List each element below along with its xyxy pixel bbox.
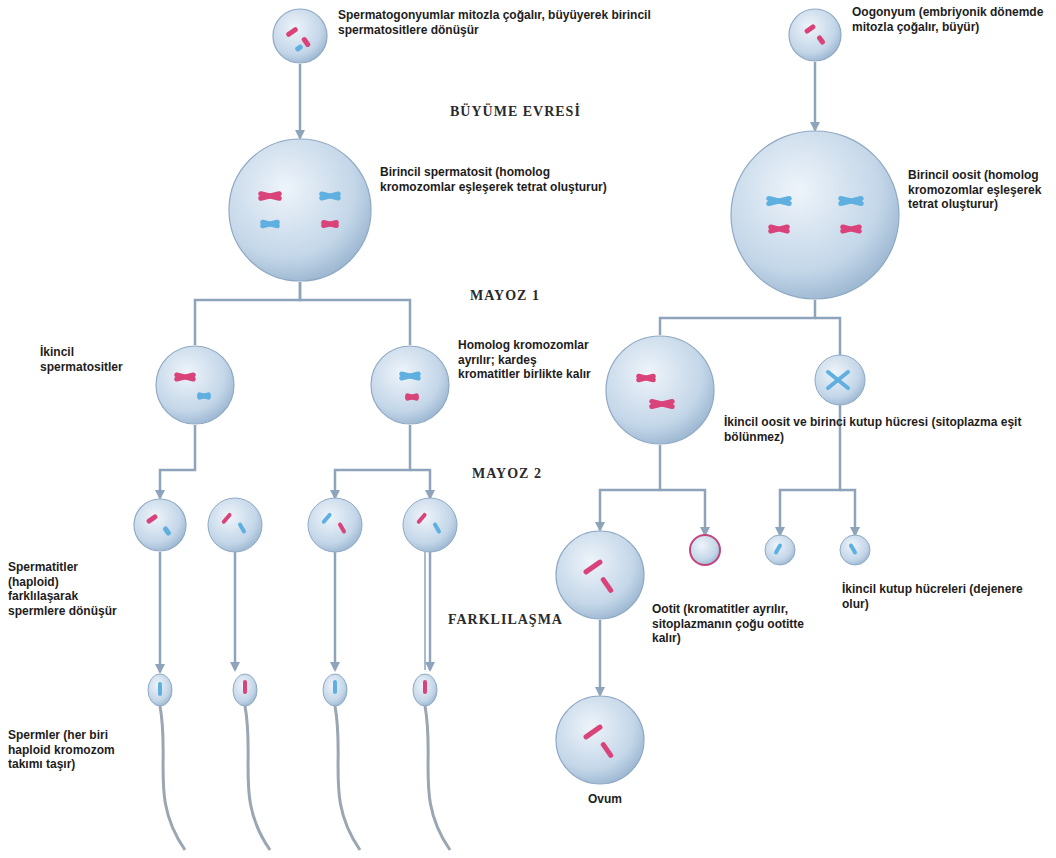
cell: Ovum [555, 695, 645, 785]
cell: Birincil oosit (homolog kromozomlar eşle… [730, 130, 900, 300]
cell-label: Spermatitler (haploid) farklılaşarak spe… [8, 560, 130, 619]
cell: Ootit (kromatitler ayrılır, sitoplazmanı… [555, 530, 645, 620]
cell-label: Ovum [575, 792, 635, 807]
cell-outline [272, 8, 328, 64]
spermatid-cells [208, 498, 457, 552]
cell: Birincil spermatosit (homolog kromozomla… [228, 138, 372, 282]
chromosome [636, 373, 657, 383]
chromosome [766, 195, 792, 206]
arrow-connector [814, 62, 817, 130]
cell-outline [370, 345, 450, 425]
cell: İkincil spermatositler [155, 345, 235, 425]
cell-label: Oogonyum (embriyonik dönemde mitozla çoğ… [852, 5, 1047, 34]
chromosome [319, 191, 342, 201]
chromosome [197, 392, 212, 400]
chromosome [583, 559, 604, 576]
cell-label: Spermler (her biri haploid kromozom takı… [8, 728, 140, 772]
arrow-connector [300, 282, 410, 345]
chromosome [260, 219, 281, 229]
arrow-connector [159, 552, 162, 672]
cell-label: Ootit (kromatitler ayrılır, sitoplazmanı… [652, 602, 824, 646]
arrow-connector [299, 64, 302, 138]
chromosome [768, 224, 791, 234]
chromosome [321, 219, 340, 228]
stage-label: MAYOZ 2 [472, 466, 582, 482]
cell-label: Homolog kromozomlar ayrılır; kardeş krom… [458, 338, 598, 382]
cell-label: Birincil spermatosit (homolog kromozomla… [380, 165, 625, 194]
arrow-connector [195, 282, 300, 345]
chromosome [766, 195, 792, 206]
chromosome [804, 24, 817, 35]
chromosome [258, 191, 282, 202]
cell-label: İkincil oosit ve birinci kutup hücresi (… [724, 415, 1044, 444]
cell: Spermatitler (haploid) farklılaşarak spe… [133, 498, 187, 552]
cell-outline [555, 695, 645, 785]
chromosome [405, 393, 420, 401]
chromosome [285, 26, 299, 38]
cell-label: Spermatogonyumlar mitozla çoğalır, büyüy… [338, 8, 668, 37]
cell-label: Birincil oosit (homolog kromozomlar eşle… [908, 168, 1050, 212]
chromosome [319, 191, 342, 201]
chromosome [600, 741, 614, 759]
stage-label: MAYOZ 1 [470, 288, 580, 304]
chromosome [840, 224, 863, 234]
chromosome [399, 371, 422, 381]
chromosome [636, 373, 657, 383]
chromosome [649, 398, 675, 409]
chromosome [838, 195, 864, 206]
cell-outline [730, 130, 900, 300]
chromosome [158, 682, 162, 696]
chromosome [600, 576, 614, 594]
chromosome [399, 371, 422, 381]
arrow-connector [599, 620, 602, 695]
chromosome [294, 44, 303, 53]
chromosome [174, 372, 197, 382]
chromosome [768, 224, 791, 234]
cell-outline [228, 138, 372, 282]
chromosome [840, 224, 863, 234]
cell: Homolog kromozomlar ayrılır; kardeş krom… [370, 345, 450, 425]
cell-outline [555, 530, 645, 620]
cell-label: İkincil spermatositler [40, 345, 148, 374]
cell-outline [133, 498, 187, 552]
cell: İkincil oosit ve birinci kutup hücresi (… [605, 335, 715, 445]
note-label: İkincil kutup hücreleri (dejenere olur) [842, 582, 1047, 611]
chromosome [321, 219, 340, 228]
cell-outline [155, 345, 235, 425]
cell-outline [788, 8, 842, 62]
arrow-connector [160, 425, 195, 498]
chromosome [649, 398, 675, 409]
stage-label: FARKLILAŞMA [448, 612, 578, 628]
chromosome [405, 393, 420, 401]
chromosome [146, 514, 159, 525]
cell-outline [148, 672, 172, 708]
stage-label: BÜYÜME EVRESİ [450, 104, 630, 120]
polar-bodies [690, 355, 870, 565]
chromosome [838, 195, 864, 206]
chromosome [162, 525, 172, 536]
chromosome [583, 724, 604, 741]
chromosome [197, 392, 212, 400]
arrow-connector [600, 445, 660, 530]
arrow-connector [660, 300, 815, 335]
branch-lines [235, 318, 855, 670]
sperm-cells [233, 674, 450, 850]
chromosome [260, 219, 281, 229]
sperm-cell: Spermler (her biri haploid kromozom takı… [148, 672, 172, 708]
cell: Oogonyum (embriyonik dönemde mitozla çoğ… [788, 8, 842, 62]
chromosome [816, 34, 826, 45]
cell: Spermatogonyumlar mitozla çoğalır, büyüy… [272, 8, 328, 64]
sperm-tail [160, 706, 185, 850]
cell-outline [605, 335, 715, 445]
chromosome [258, 191, 282, 202]
chromosome [174, 372, 197, 382]
